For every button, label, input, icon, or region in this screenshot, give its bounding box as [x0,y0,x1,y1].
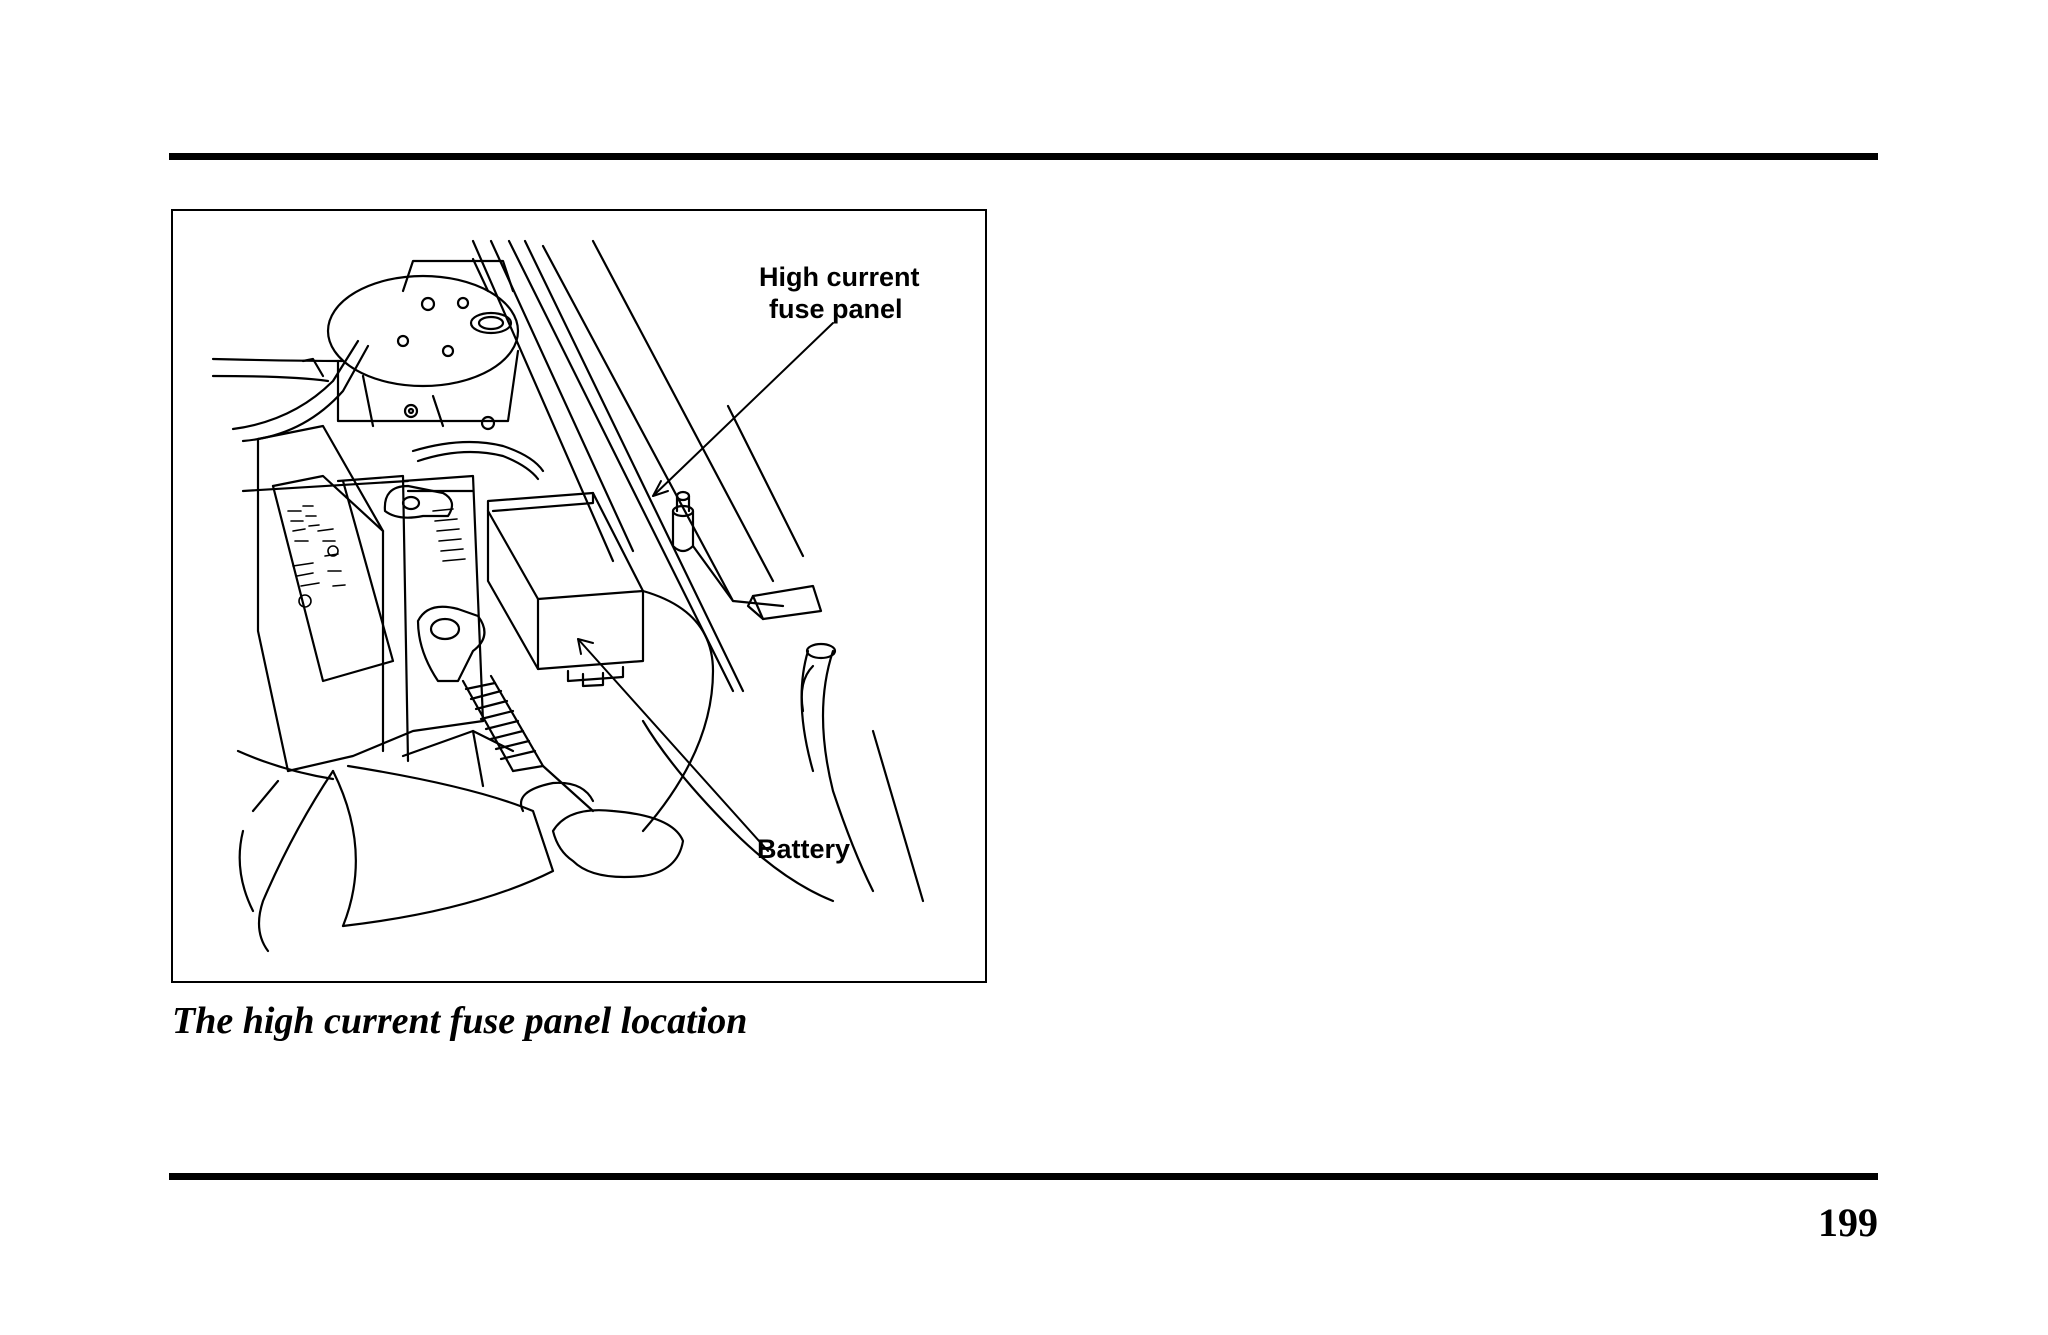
air-intake-duct [236,729,685,953]
leader-arrows [577,322,834,852]
fuse-panel-label-line2: fuse panel [769,294,903,324]
fuse-panel-label-line1: High current [759,262,920,292]
fender-lines [471,239,805,693]
fuse-panel-callout: High current fuse panel [759,261,920,325]
battery-callout: Battery [757,834,851,864]
figure-engine-bay-illustration: High current fuse panel Battery [171,209,987,983]
radiator-hose [641,642,925,903]
bottom-rule [169,1173,1878,1180]
engine-bay-drawing [211,239,925,953]
strut-tower [326,274,520,431]
battery [241,424,595,813]
page-number: 199 [1818,1200,1878,1245]
top-rule [169,153,1878,160]
fuse-panel-box [486,490,823,833]
figure-caption: The high current fuse panel location [172,1000,748,1042]
hoses [211,339,545,481]
